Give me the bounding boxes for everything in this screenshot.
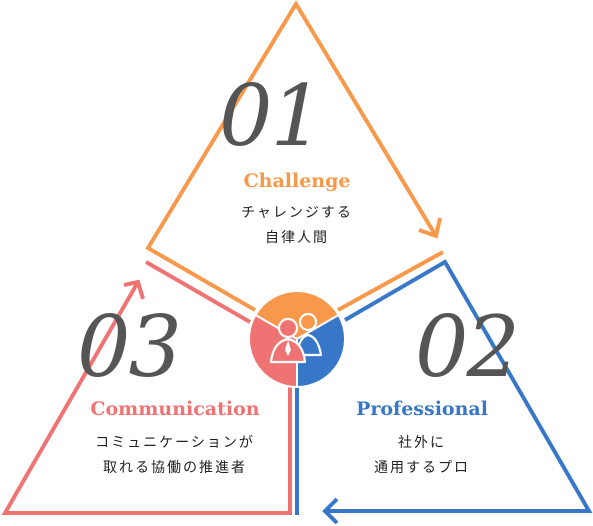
challenge-description: チャレンジする 自律人間 (208, 201, 386, 251)
challenge-number: 01 (219, 67, 324, 165)
professional-line-2: 通用するプロ (374, 460, 470, 476)
center-circle (248, 289, 346, 389)
professional-description: 社外に 通用するプロ (345, 431, 499, 481)
communication-line-1: コミュニケーションが (95, 435, 255, 451)
challenge-line-2: 自律人間 (265, 230, 329, 246)
professional-line-1: 社外に (398, 435, 446, 451)
challenge-line-1: チャレンジする (241, 205, 353, 221)
communication-number: 03 (77, 298, 182, 396)
communication-description: コミュニケーションが 取れる協働の推進者 (64, 431, 286, 481)
challenge-title: Challenge (243, 170, 351, 192)
challenge-outline (145, 0, 444, 312)
professional-title: Professional (356, 398, 488, 420)
professional-number: 02 (415, 298, 520, 396)
communication-title: Communication (90, 398, 260, 420)
communication-line-2: 取れる協働の推進者 (103, 460, 247, 476)
communication-outline (1, 260, 292, 515)
people-icon (269, 312, 323, 364)
communication-arrow-icon (123, 279, 145, 300)
challenge-arrow-icon (418, 217, 442, 239)
professional-arrow-icon (322, 497, 339, 525)
